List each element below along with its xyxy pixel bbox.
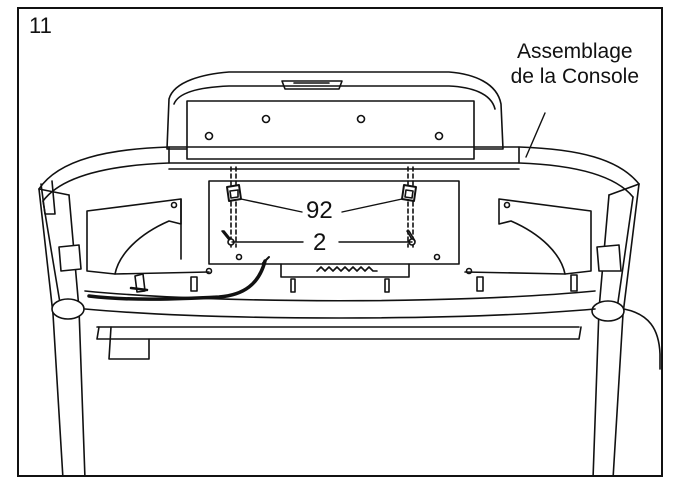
crossbar: [38, 146, 640, 202]
console-assembly-callout: Assemblage de la Console: [511, 39, 639, 89]
step-number: 11: [29, 13, 52, 38]
console-assembly-drawing: [38, 71, 661, 475]
right-bracket: [464, 198, 592, 275]
instruction-panel: 11 Assemblage de la Console 92 2: [17, 7, 663, 477]
leader-lines: [231, 112, 546, 243]
part-label-92: 92: [303, 198, 336, 224]
console-assembly-callout-line1: Assemblage: [517, 40, 633, 63]
lower-frame: [84, 273, 596, 360]
mounting-plate: [208, 180, 460, 278]
right-fasteners: [401, 166, 417, 248]
console-assembly-callout-line2: de la Console: [510, 65, 639, 88]
part-label-2: 2: [310, 230, 330, 256]
console-housing: [166, 71, 504, 160]
wire-harness: [87, 256, 270, 301]
right-upright: [591, 183, 661, 475]
left-bracket: [86, 198, 213, 275]
left-upright: [38, 180, 86, 475]
